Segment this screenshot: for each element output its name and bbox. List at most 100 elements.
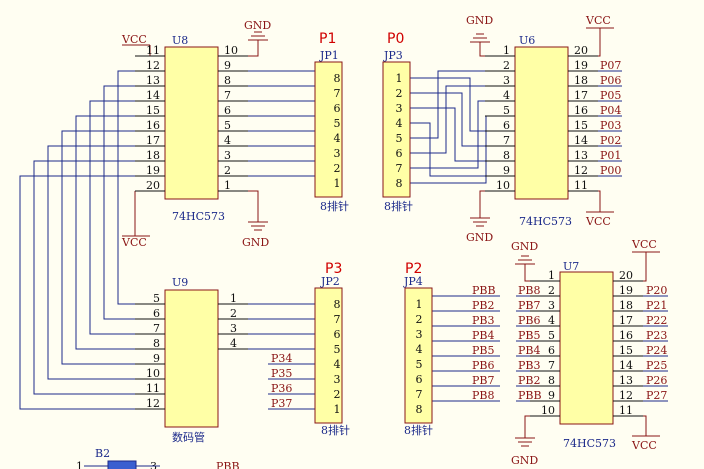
u7-left-net-label: PB8 — [518, 284, 540, 297]
u8-right-pin-number: 7 — [224, 89, 231, 102]
jp4-part: 8排针 — [404, 423, 433, 437]
u7-ref: U7 — [563, 260, 579, 273]
u9-right-pin-number: 1 — [230, 292, 237, 305]
u7-right-net-label: P27 — [646, 389, 667, 402]
u6-left-pin-number: 9 — [503, 164, 510, 177]
u8-left-pin-number: 15 — [146, 104, 160, 117]
jp1-header — [314, 61, 343, 198]
u7-right-net-label: P24 — [646, 344, 667, 357]
u9-right-pin-number: 3 — [230, 322, 237, 335]
u9-ref: U9 — [172, 276, 188, 289]
u8-right-pin-number: 10 — [224, 44, 238, 57]
u7-right-pin-number: 11 — [619, 404, 633, 417]
u9-left-pin-number: 8 — [153, 337, 160, 350]
u6-ref: U6 — [519, 34, 535, 47]
u7-part: 74HC573 — [563, 437, 616, 450]
u8-right-pin-number: 9 — [224, 59, 231, 72]
jp4-name: P2 — [405, 261, 422, 277]
jp2-pin-number: 5 — [334, 343, 341, 356]
jp1-pin-number: 3 — [334, 147, 341, 160]
u9-right-pin-number: 4 — [230, 337, 237, 350]
jp1-name: P1 — [319, 31, 336, 47]
u8-right-pin-number: 5 — [224, 119, 231, 132]
jp1-pin-number: 4 — [334, 132, 341, 145]
u9-left-pin-number: 7 — [153, 322, 160, 335]
u6-right-pin-number: 11 — [574, 179, 588, 192]
vcc-label-u6-top: VCC — [585, 14, 611, 27]
jp3-ref: JP3 — [383, 49, 403, 62]
u7-left-pin-number: 5 — [548, 329, 555, 342]
u7-left-pin-number: 2 — [548, 284, 555, 297]
jp3-part: 8排针 — [384, 199, 413, 213]
u8-left-pin-number: 20 — [146, 179, 160, 192]
u6-left-pin-number: 2 — [503, 59, 510, 72]
jp4-pin-number: 6 — [416, 373, 423, 386]
gnd-label-u8-top: GND — [244, 19, 271, 32]
u9-left-pin-number: 11 — [146, 382, 160, 395]
u6-net-label: P04 — [600, 104, 621, 117]
u6-net-label: P03 — [600, 119, 621, 132]
u7-left-net-label: PB7 — [518, 299, 540, 312]
u8-right-pin-number: 6 — [224, 104, 231, 117]
jp3-pin-number: 4 — [396, 117, 403, 130]
u7-right-pin-number: 12 — [619, 389, 633, 402]
jp1-part: 8排针 — [320, 199, 349, 213]
vcc-label-u8-top: VCC — [121, 33, 147, 46]
jp2-pin-number: 7 — [334, 313, 341, 326]
jp4-header — [404, 287, 433, 424]
jp1-pin-number: 1 — [334, 177, 341, 190]
gnd-label-u6-bottom: GND — [466, 231, 493, 244]
u6-left-pin-number: 7 — [503, 134, 510, 147]
u7-left-pin-number: 4 — [548, 314, 555, 327]
jp4-pin-number: 5 — [416, 358, 423, 371]
jp1-pin-number: 6 — [334, 102, 341, 115]
jp1-pin-number: 2 — [334, 162, 341, 175]
gnd-label-u7-top: GND — [511, 240, 538, 253]
u8-part: 74HC573 — [172, 210, 225, 223]
u7-left-net-label: PBB — [518, 389, 542, 402]
b2-net: PBB — [216, 460, 240, 469]
jp4-net-label: PB5 — [472, 344, 494, 357]
jp4-pin-number: 7 — [416, 388, 423, 401]
jp2-ref: JP2 — [320, 275, 340, 288]
jp4-pin-number: 1 — [416, 298, 423, 311]
u7-right-pin-number: 16 — [619, 329, 633, 342]
u7-left-pin-number: 9 — [548, 389, 555, 402]
u6-left-pin-number: 4 — [503, 89, 510, 102]
jp3-pin-number: 8 — [396, 177, 403, 190]
jp2-pin-number: 1 — [334, 403, 341, 416]
jp3-pin-number: 3 — [396, 102, 403, 115]
u6-right-pin-number: 15 — [574, 119, 588, 132]
jp1-ref: JP1 — [319, 49, 339, 62]
u8-right-pin-number: 8 — [224, 74, 231, 87]
jp4-pin-number: 8 — [416, 403, 423, 416]
u6-net-label: P06 — [600, 74, 621, 87]
jp4-net-label: PB8 — [472, 389, 494, 402]
u8-left-pin-number: 19 — [146, 164, 160, 177]
u8-chip — [164, 46, 219, 200]
u7-left-net-label: PB3 — [518, 359, 540, 372]
u7-right-net-label: P25 — [646, 359, 667, 372]
u9-left-pin-number: 6 — [153, 307, 160, 320]
u6-left-pin-number: 8 — [503, 149, 510, 162]
b2-ref: B2 — [95, 447, 110, 460]
u6-part: 74HC573 — [519, 215, 572, 228]
jp4-net-label: PB4 — [472, 329, 494, 342]
u7-right-net-label: P26 — [646, 374, 667, 387]
u7-right-net-label: P21 — [646, 299, 667, 312]
b2-pin-3: 3 — [150, 460, 157, 469]
u9-left-pin-number: 12 — [146, 397, 160, 410]
u6-net-label: P07 — [600, 59, 621, 72]
vcc-label-u7-top: VCC — [631, 238, 657, 251]
u8-left-pin-number: 18 — [146, 149, 160, 162]
jp1-pin-number: 7 — [334, 87, 341, 100]
jp2-pin-number: 4 — [334, 358, 341, 371]
u8-right-pin-number: 3 — [224, 149, 231, 162]
u6-right-pin-number: 16 — [574, 104, 588, 117]
u9-left-pin-number: 5 — [153, 292, 160, 305]
jp3-header — [382, 61, 411, 198]
jp3-pin-number: 6 — [396, 147, 403, 160]
u8-right-pin-number: 2 — [224, 164, 231, 177]
jp3-pin-number: 2 — [396, 87, 403, 100]
jp4-pin-number: 3 — [416, 328, 423, 341]
